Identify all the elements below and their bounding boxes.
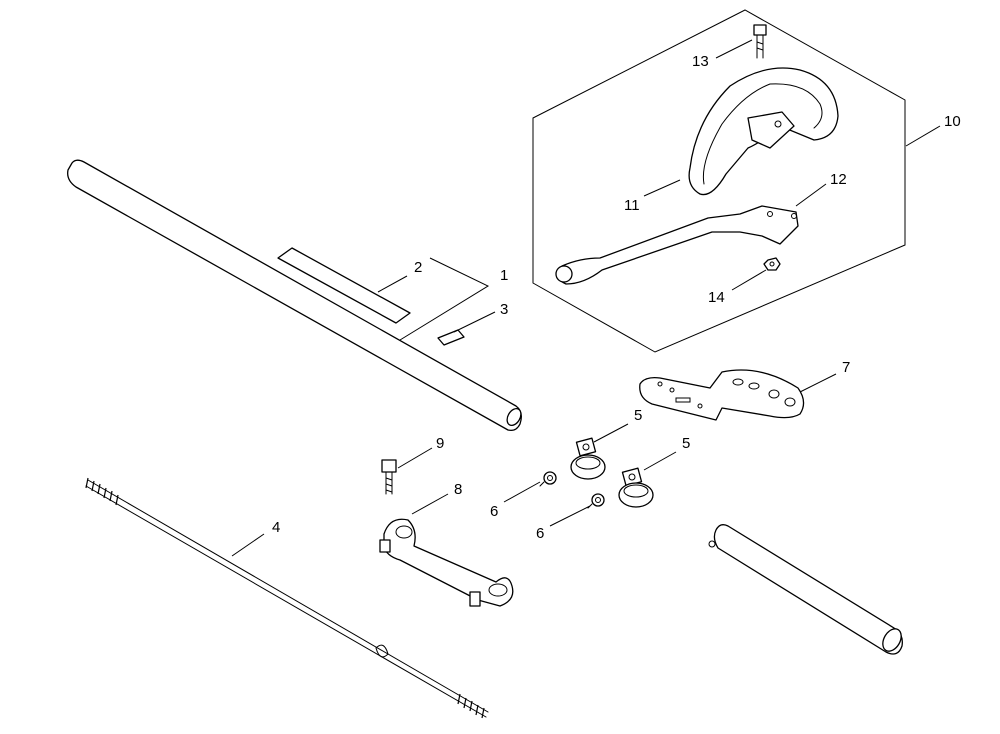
- callouts: 1 2 3 4 5 5 6 6 7 8 9 10 11 12 13 14: [272, 53, 961, 542]
- callout-5b: 5: [682, 435, 690, 452]
- callout-6b: 6: [536, 525, 544, 542]
- label-small: [437, 329, 465, 346]
- loop-handle: [688, 67, 839, 196]
- nut: [763, 257, 781, 271]
- callout-10: 10: [944, 113, 961, 130]
- handle-bracket: [639, 369, 805, 421]
- callout-4: 4: [272, 519, 280, 536]
- screw-upper: [539, 471, 557, 487]
- callout-2: 2: [414, 259, 422, 276]
- callout-1: 1: [500, 267, 508, 284]
- callout-14: 14: [708, 289, 725, 306]
- drive-shaft: [85, 477, 489, 719]
- screw-lower: [587, 493, 605, 509]
- shaft-clamp: [379, 518, 514, 607]
- callout-12: 12: [830, 171, 847, 188]
- callout-13: 13: [692, 53, 709, 70]
- leader-lines: [231, 39, 941, 557]
- callout-8: 8: [454, 481, 462, 498]
- callout-11: 11: [624, 197, 640, 214]
- shaft-tube-lower: [708, 524, 903, 655]
- bolt: [381, 459, 397, 495]
- callout-9: 9: [436, 435, 444, 452]
- callout-7: 7: [842, 359, 850, 376]
- callout-3: 3: [500, 301, 508, 318]
- main-shaft-tube: [67, 159, 522, 432]
- clamp-lower: [618, 467, 654, 508]
- callout-5a: 5: [634, 407, 642, 424]
- kit-bolt: [753, 24, 767, 59]
- kit-outline: [532, 9, 906, 353]
- label-large: [277, 247, 411, 324]
- callout-6a: 6: [490, 503, 498, 520]
- clamp-upper: [570, 437, 606, 480]
- rear-grip: [555, 205, 799, 285]
